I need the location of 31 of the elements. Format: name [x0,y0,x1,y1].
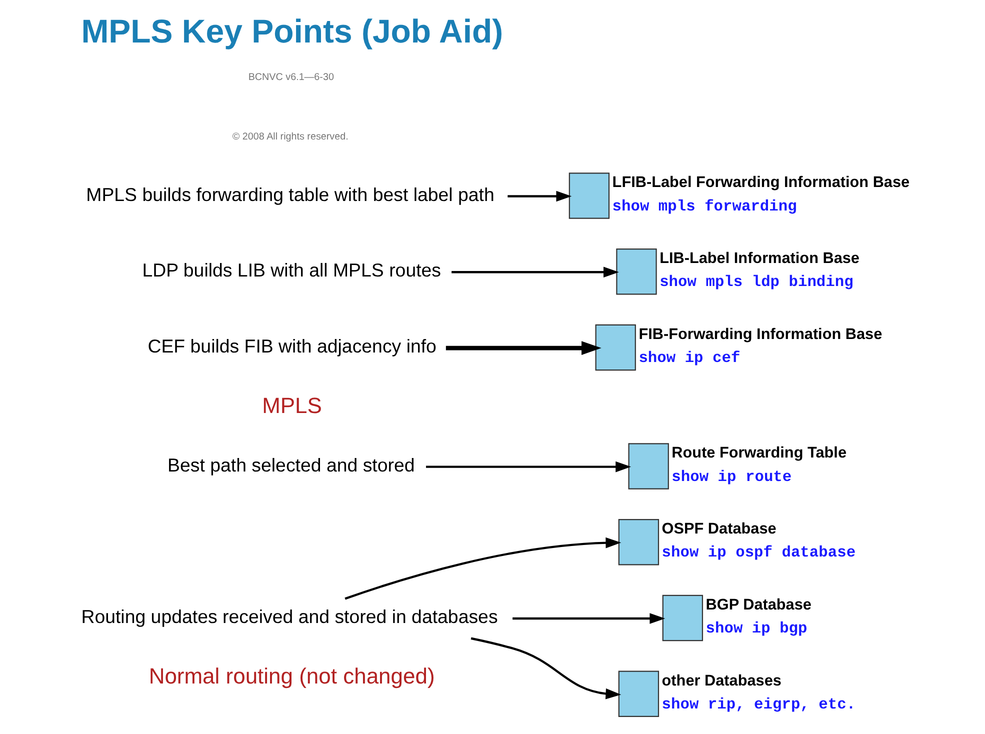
node-label: OSPF Database [661,520,776,538]
node-label: show rip, eigrp, etc. [661,695,856,714]
node-label: Route Forwarding Table [671,444,846,462]
node-label: show ip bgp [705,620,807,638]
node-text: LDP builds LIB with all MPLS routes [142,260,441,281]
label: Normal routing (not changed) [148,663,434,688]
node-label: FIB-Forwarding Information Base [638,326,882,343]
node-label: show mpls ldp binding [659,273,853,292]
arrow [445,341,601,355]
arrow [451,266,618,278]
arrow [512,613,665,624]
diagram-title: MPLS Key Points (Job Aid) [80,12,503,50]
node-label: LIB-Label Information Base [659,250,859,268]
label: MPLS [262,392,322,418]
arrow [470,637,621,700]
arrow [344,537,621,600]
node-label: show mpls forwarding [612,197,796,216]
node-text: CEF builds FIB with adjacency info [147,336,436,357]
node-label: BGP Database [705,596,811,614]
node-label: show ip cef [638,348,740,367]
node-text: Best path selected and stored [167,454,414,476]
arrow [426,461,631,472]
label: © 2008 All rights reserved. [232,131,348,142]
arrow [507,190,572,202]
node-label: show ip ospf database [661,544,856,562]
node-text: Routing updates received and stored in databases [80,606,498,628]
node-label: LFIB-Label Forwarding Information Base [612,174,910,192]
node-text: MPLS builds forwarding table with best label path [86,184,494,205]
label: BCNVC v6.1—6-30 [248,72,334,83]
node-label: show ip route [671,468,792,486]
node-label: other Databases [661,672,781,690]
